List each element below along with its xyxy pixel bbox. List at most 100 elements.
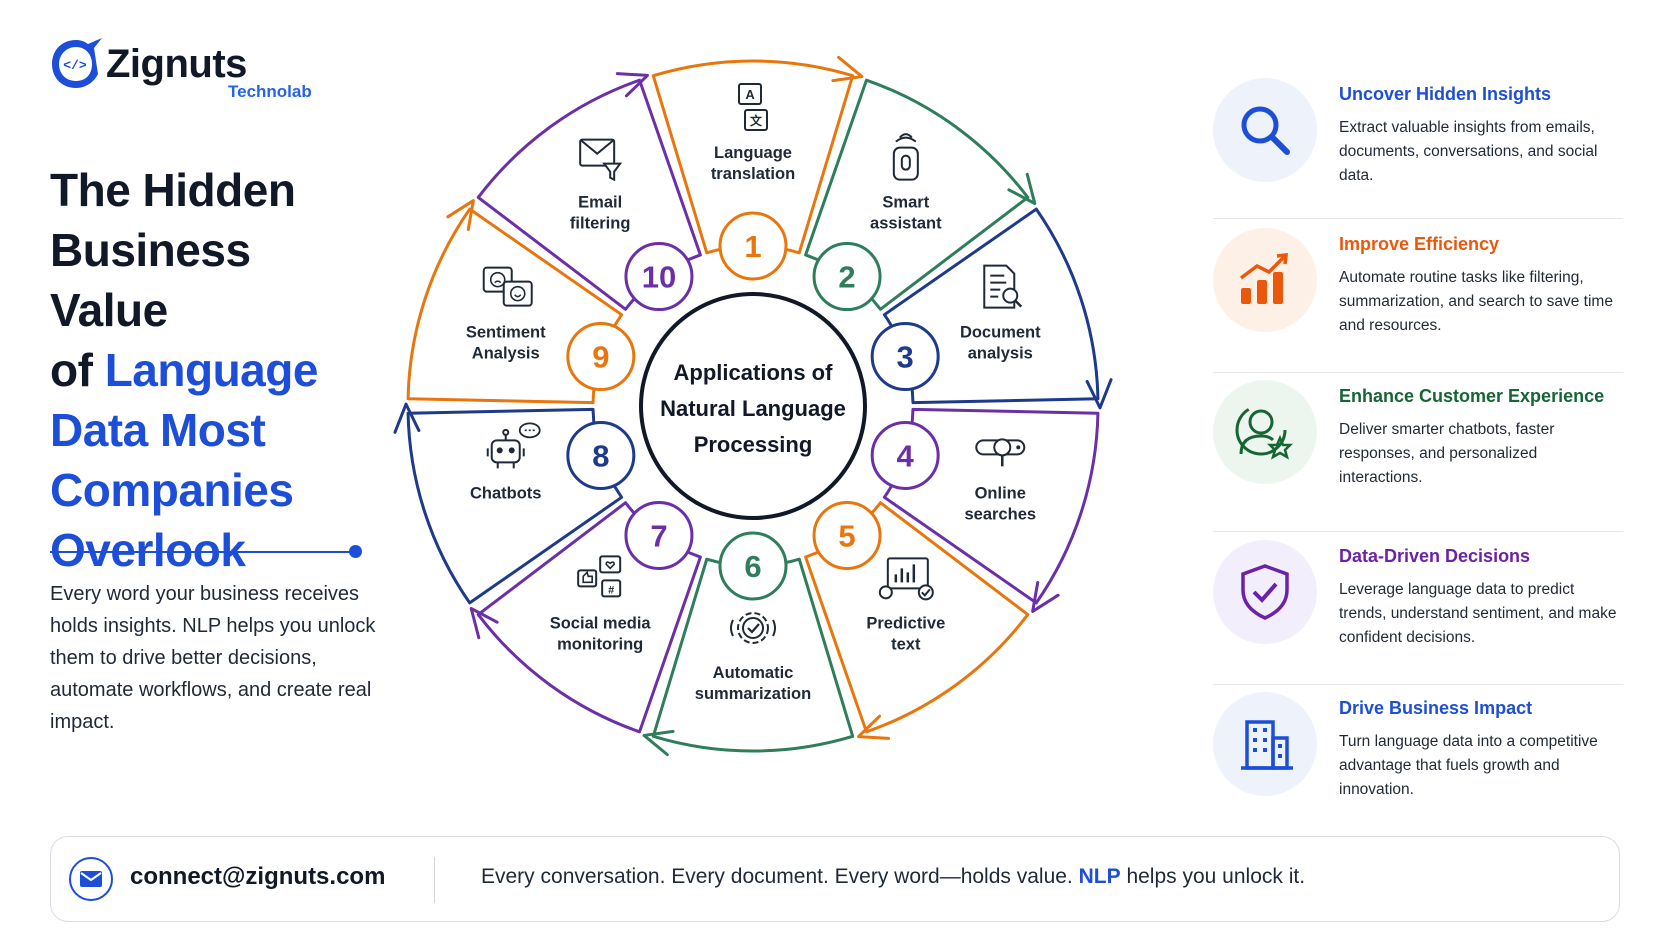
brand-sub: Technolab [228,82,312,101]
number-badge [718,211,788,281]
segment-arrow [1007,172,1037,206]
segment-label-line: Automatic [713,664,794,682]
segment-label-line: Chatbots [470,484,542,502]
shield-check-icon [1241,564,1289,620]
segment-arrow [446,199,475,231]
footer-tagline: Every conversation. Every document. Ever… [481,865,1305,889]
center-title-line-2: Natural Language [660,396,846,421]
tagline-pre: Every conversation. Every document. Ever… [481,865,1073,888]
segment-1: Language translation 1 [651,55,864,281]
benefit-icon-bg [1213,228,1317,332]
number-badge [870,420,940,490]
segment-label-line: Email [578,194,622,212]
headline-line-3-dark: of [50,344,93,396]
segment-7: Social media monitoring 7 [469,500,702,734]
segment-label-line: assistant [870,215,942,233]
number-badge [566,420,636,490]
segment-label-line: text [891,635,921,653]
contact-email-link[interactable]: connect@zignuts.com [130,863,386,890]
benefit-separator [1213,218,1623,219]
segment-arrow [642,729,675,757]
benefit-icon-bg [1213,380,1317,484]
headline-line-3-accent: Language [104,344,319,396]
building-icon [1241,720,1293,770]
number-badge-label: 2 [838,260,855,295]
segment-label-line: Online [975,484,1026,502]
segment-label-line: Smart [882,194,929,212]
number-badge-label: 5 [838,518,855,553]
segment-label-line: Predictive [866,614,945,632]
mail-icon[interactable] [69,857,113,901]
segment-arrow [469,606,499,640]
segment-arrow [393,402,421,434]
footer-divider [434,857,435,903]
segment-label-line: Social media [550,614,652,632]
benefit-separator [1213,372,1623,373]
footer-bar: connect@zignuts.com Every conversation. … [50,836,1620,922]
number-badge [624,500,694,570]
segment-5: Predictive text 5 [804,500,1030,740]
benefit-icon-bg [1213,78,1317,182]
segment-label-line: analysis [968,345,1033,363]
segment-arrow [856,714,891,740]
segment-arrow [1085,378,1113,410]
benefit-business-impact: Drive Business Impact Turn language data… [1213,692,1623,822]
benefit-desc: Leverage language data to predict trends… [1339,581,1617,646]
headline-line-1: The Hidden [50,164,296,216]
segment-label-line: translation [711,165,795,183]
number-badge-label: 6 [744,549,761,584]
segment-label-line: Sentiment [466,324,546,342]
benefit-data-driven: Data-Driven Decisions Leverage language … [1213,540,1623,670]
segment-label-line: monitoring [557,635,643,653]
segment-label-line: searches [964,505,1036,523]
number-badge-label: 1 [744,229,761,264]
number-badge [718,531,788,601]
benefit-icon-bg [1213,692,1317,796]
segment-label-line: Language [714,144,792,162]
center-layer: Applications of Natural Language Process… [639,292,867,520]
user-star-icon [1235,404,1294,460]
benefit-title: Data-Driven Decisions [1339,546,1531,566]
benefit-uncover-insights: Uncover Hidden Insights Extract valuable… [1213,78,1623,208]
center-title-line-1: Applications of [674,360,834,385]
headline-divider [50,551,352,553]
number-badge-label: 4 [897,438,915,473]
number-badge [870,322,940,392]
headline: The Hidden Business Value of Language Da… [50,160,380,580]
tagline-post: helps you unlock it. [1126,865,1306,888]
benefit-title: Enhance Customer Experience [1339,386,1605,406]
segment-arrow [831,55,864,83]
benefit-customer-experience: Enhance Customer Experience Deliver smar… [1213,380,1623,510]
benefit-desc: Turn language data into a competitive ad… [1339,733,1598,798]
benefit-improve-efficiency: Improve Efficiency Automate routine task… [1213,228,1623,358]
svg-text:</>: </> [63,58,87,73]
headline-line-5: Companies [50,464,294,516]
segment-label-line: filtering [570,215,631,233]
headline-line-4: Data Most [50,404,266,456]
tagline-highlight: NLP [1078,865,1121,888]
headline-line-6: Overlook [50,524,246,576]
number-badge [566,322,636,392]
segment-arrow [1031,581,1060,613]
intro-paragraph: Every word your business receives holds … [50,583,376,733]
segment-2: Smart assistant 2 [804,78,1037,312]
benefit-title: Improve Efficiency [1339,234,1500,254]
benefit-icon-bg [1213,540,1317,644]
logo: </> Zignuts Technolab [48,34,312,104]
segment-4: Online searches 4 [870,407,1100,613]
segment-label-line: summarization [695,685,811,703]
divider-dot [349,545,362,558]
number-badge-label: 7 [650,518,667,553]
zignuts-logo-icon: </> [52,38,102,88]
center-title-line-3: Processing [694,432,813,457]
benefit-desc: Deliver smarter chatbots, faster respons… [1339,421,1555,486]
benefit-separator [1213,531,1623,532]
segment-6: Automatic summarization 6 [642,531,855,757]
segment-label-line: Document [960,324,1041,342]
benefit-title: Uncover Hidden Insights [1339,84,1552,104]
center-circle [639,292,867,520]
growth-chart-icon [1239,253,1288,304]
